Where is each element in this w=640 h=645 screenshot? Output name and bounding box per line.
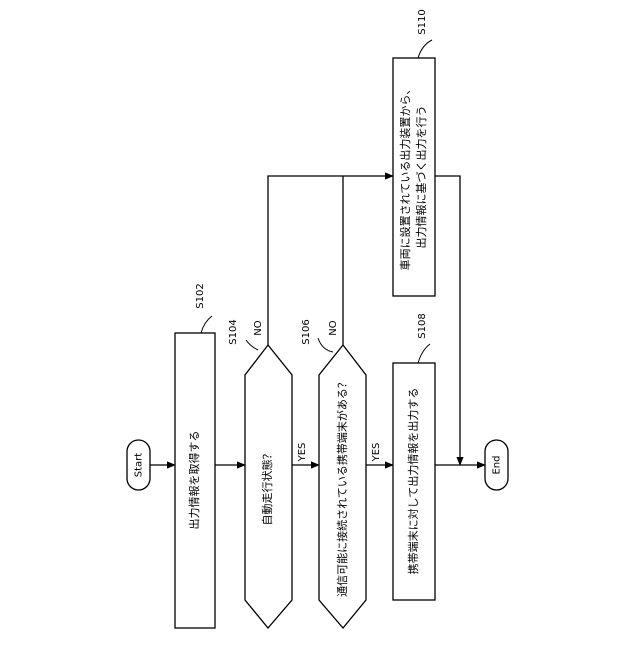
s106-leader [318, 338, 333, 352]
decision-s104: 自動走行状態？ S104 NO YES [228, 319, 308, 628]
s102-text: 出力情報を取得する [187, 431, 201, 530]
process-s102: 出力情報を取得する S102 [175, 283, 215, 628]
s106-step-id: S106 [301, 319, 312, 344]
s108-step-id: S108 [417, 313, 428, 338]
s102-step-id: S102 [195, 283, 206, 308]
s104-step-id: S104 [228, 319, 239, 344]
s106-no-label: NO [328, 320, 339, 335]
end-label: End [492, 455, 503, 474]
end-terminal: End [485, 440, 508, 490]
s110-step-id: S110 [417, 9, 428, 34]
s104-no-label: NO [253, 320, 264, 335]
s110-leader [418, 40, 432, 58]
decision-s106: 通信可能に接続されている携帯端末がある？ S106 NO YES [301, 319, 382, 628]
s110-text-line-2: 出力情報に基づく出力を行う [414, 106, 428, 249]
s108-text: 携帯端末に対して出力情報を出力する [406, 388, 420, 575]
s104-yes-label: YES [297, 443, 308, 463]
s106-text: 通信可能に接続されている携帯端末がある？ [335, 377, 349, 597]
process-s108: 携帯端末に対して出力情報を出力する S108 [393, 313, 435, 600]
start-terminal: Start [127, 440, 150, 490]
s104-text: 自動走行状態？ [260, 449, 274, 526]
s106-yes-label: YES [371, 443, 382, 463]
s108-leader [418, 344, 430, 363]
start-label: Start [134, 453, 145, 478]
s102-leader [201, 316, 212, 333]
s110-text-line-1: 車両に設置されている出力装置から、 [398, 84, 412, 271]
process-s110: 車両に設置されている出力装置から、 出力情報に基づく出力を行う S110 [393, 9, 435, 296]
s104-leader [246, 340, 258, 350]
edge-s110-merge [435, 176, 460, 465]
